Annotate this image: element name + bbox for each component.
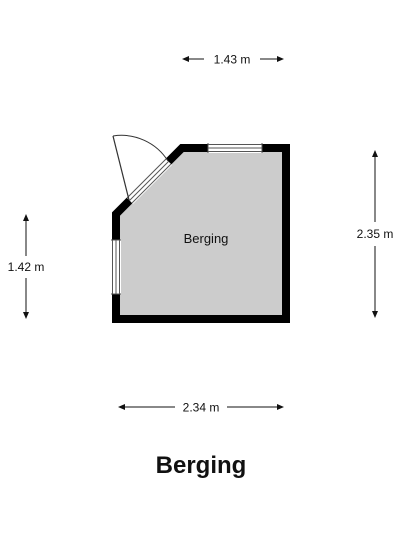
door-leaf	[112, 135, 130, 201]
dimension-bottom-label: 2.34 m	[183, 401, 220, 415]
window-top	[207, 143, 263, 153]
dimension-left: 1.42 m	[8, 214, 45, 319]
dimension-top-label: 1.43 m	[214, 53, 251, 67]
room-label: Berging	[184, 231, 229, 246]
room-walls	[112, 144, 290, 323]
door-swing-arc	[112, 134, 169, 162]
plan-title: Berging	[155, 452, 247, 479]
door	[112, 134, 172, 204]
dimension-top: 1.43 m	[182, 53, 284, 67]
room-floor	[116, 148, 286, 319]
dimension-bottom: 2.34 m	[118, 401, 284, 415]
window-left	[111, 239, 121, 295]
dimension-left-label: 1.42 m	[8, 260, 45, 274]
dimension-right-label: 2.35 m	[357, 227, 394, 241]
dimension-right: 2.35 m	[357, 150, 394, 318]
